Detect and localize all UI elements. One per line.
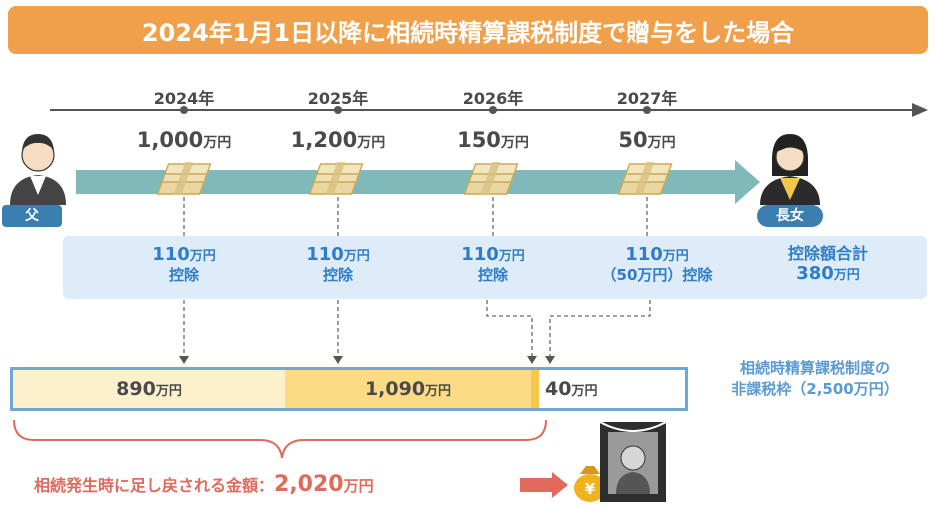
year-label: 2027年 xyxy=(616,89,678,108)
deduction-item: 110万円 （50万円）控除 xyxy=(601,244,713,284)
gift-amount: 1,000万円 xyxy=(136,128,232,152)
timeline-dot-2026 xyxy=(489,106,497,114)
bar-segment-2026-2027 xyxy=(531,370,539,408)
deduction-item: 110万円 控除 xyxy=(306,244,370,284)
gift-amount: 150万円 xyxy=(457,128,529,152)
daughter-avatar-icon xyxy=(760,134,820,205)
svg-text:¥: ¥ xyxy=(585,480,596,498)
page-title: 2024年1月1日以降に相続時精算課税制度で贈与をした場合 xyxy=(8,6,928,54)
year-label: 2024年 xyxy=(153,89,215,108)
deduction-item: 110万円 控除 xyxy=(152,244,216,284)
return-amount: 相続発生時に足し戻される金額：2,020万円 xyxy=(34,472,374,497)
return-arrow xyxy=(552,472,568,498)
memorial-portrait-icon xyxy=(599,421,667,502)
sum-brace xyxy=(13,419,547,459)
timeline-dot-2024 xyxy=(180,106,188,114)
receiver-label: 長女 xyxy=(757,205,823,227)
gift-amount: 50万円 xyxy=(618,128,676,152)
timeline-dot-2025 xyxy=(334,106,342,114)
year-label: 2026年 xyxy=(462,89,524,108)
year-label: 2025年 xyxy=(307,89,369,108)
deduction-band xyxy=(63,236,927,299)
giver-label: 父 xyxy=(2,205,62,227)
father-avatar-icon xyxy=(10,134,66,205)
exemption-limit-note: 相続時精算課税制度の 非課税枠（2,500万円） xyxy=(731,359,899,398)
timeline-dot-2027 xyxy=(643,106,651,114)
total-deduction: 控除額合計 380万円 xyxy=(787,244,868,285)
yen-bag-icon: ¥ xyxy=(574,466,606,502)
gift-amount: 1,200万円 xyxy=(290,128,386,152)
deduction-item: 110万円 控除 xyxy=(461,244,525,284)
